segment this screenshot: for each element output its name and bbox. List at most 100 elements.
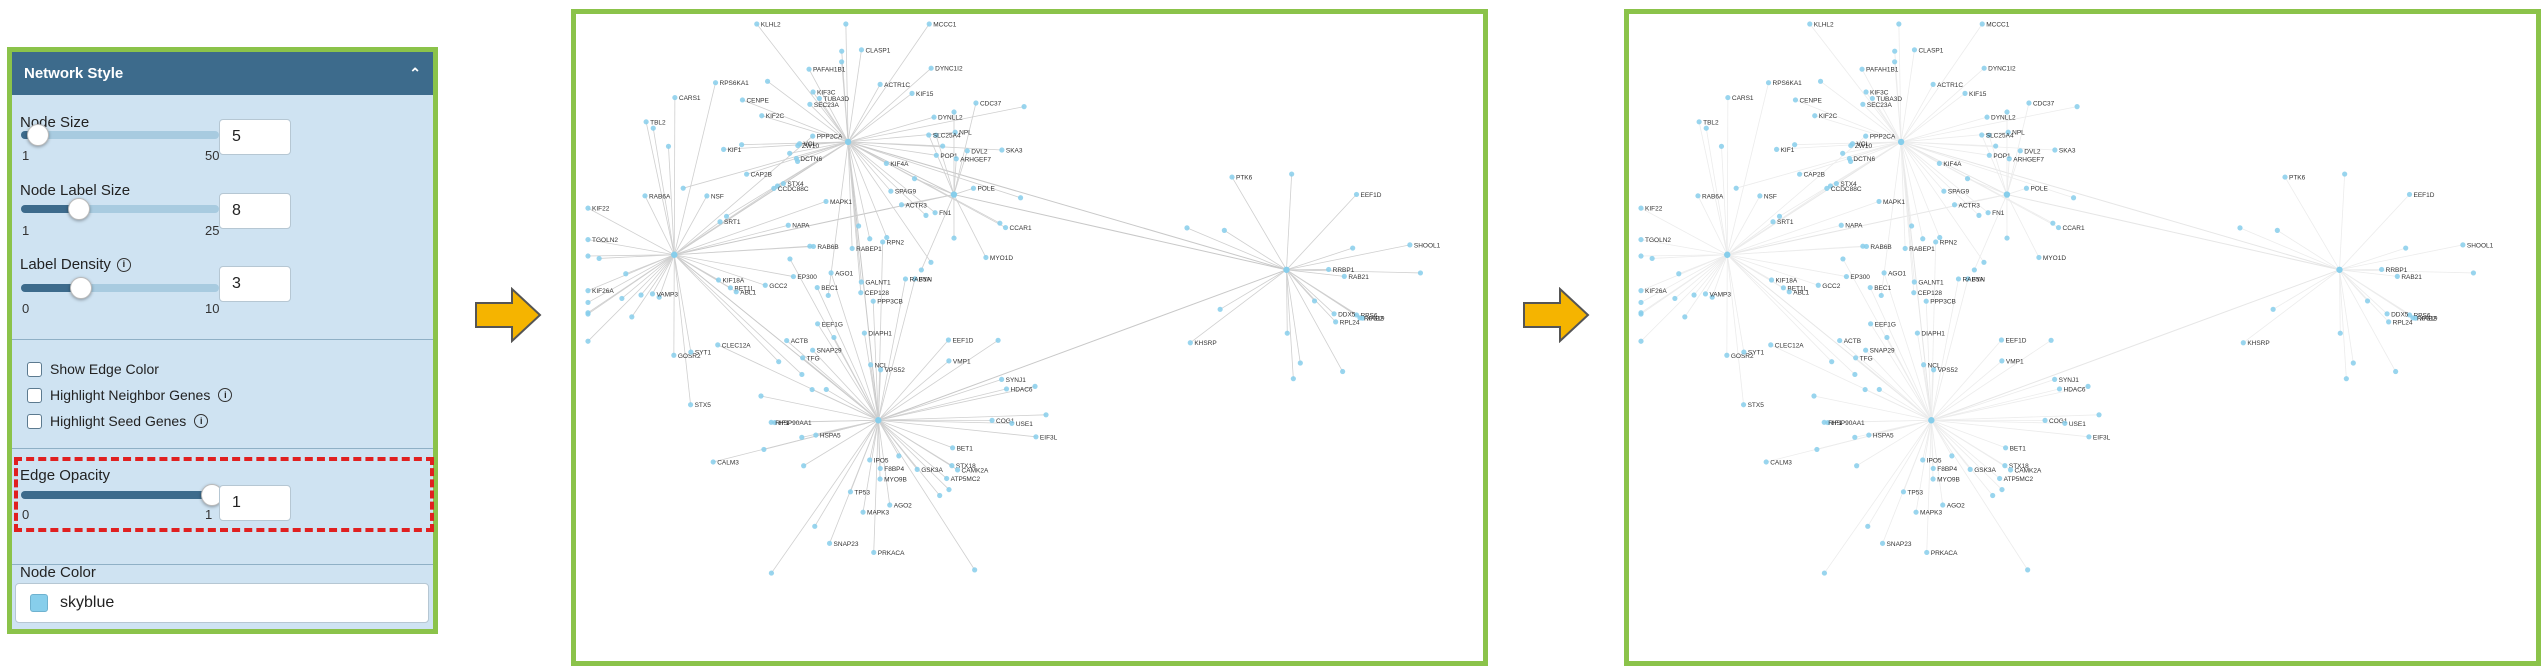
label-density-slider-thumb[interactable]	[70, 277, 93, 299]
node-label-size-input[interactable]: 8	[219, 193, 291, 229]
graph-edge	[1869, 287, 1932, 421]
node-size-slider[interactable]	[21, 124, 219, 146]
graph-edge	[786, 340, 879, 421]
network-graph-canvas[interactable]: KIF1RABEP1TUBA3DGALNT1CENPEPAFAH1B1NPLKI…	[1629, 14, 2536, 661]
graph-node	[945, 337, 952, 343]
graph-edge	[1824, 420, 1932, 574]
graph-node-label: GALNT1	[1918, 279, 1944, 286]
graph-node	[762, 282, 768, 288]
graph-edge	[2239, 227, 2340, 271]
graph-node	[1920, 236, 1926, 242]
network-graph-canvas[interactable]: KIF1RABEP1TUBA3DGALNT1CENPEPAFAH1B1NPLKI…	[576, 14, 1483, 661]
graph-edge	[2006, 102, 2030, 195]
graph-node-label: CCDC88C	[778, 186, 809, 193]
info-icon[interactable]: i	[194, 414, 209, 428]
graph-edge	[1727, 254, 1819, 286]
highlight-neighbor-genes-row[interactable]: Highlight Neighbor Genes i	[27, 387, 233, 403]
edge-opacity-input[interactable]: 1	[219, 485, 291, 521]
graph-hub-node	[2336, 266, 2343, 273]
graph-edge	[1900, 141, 2074, 199]
node-label-size-slider[interactable]	[21, 198, 219, 220]
graph-node-label: POLE	[2030, 186, 2048, 193]
node-label-size-slider-thumb[interactable]	[68, 198, 91, 220]
graph-node	[1955, 276, 1962, 282]
info-icon[interactable]: i	[218, 388, 233, 402]
chevron-up-down-icon[interactable]: ⌃	[409, 65, 421, 81]
graph-edge	[1684, 254, 1728, 318]
graph-node-label: KIF18A	[1776, 278, 1798, 285]
graph-node-label: EP300	[797, 274, 817, 281]
graph-edge	[1726, 82, 1769, 255]
graph-node-label: AGO2	[894, 503, 912, 510]
graph-node	[1863, 133, 1869, 139]
graph-edge	[1698, 121, 1728, 255]
graph-edge	[1930, 278, 1959, 421]
graph-edge	[726, 141, 849, 217]
node-size-input[interactable]: 5	[219, 119, 291, 155]
graph-node	[1930, 476, 1936, 482]
graph-node-label: ACTR3	[906, 202, 928, 209]
graph-node-label: VAMP3	[1709, 291, 1731, 298]
node-color-select[interactable]: skyblue	[15, 583, 429, 623]
graph-node	[1892, 48, 1898, 54]
graph-node	[883, 160, 889, 167]
graph-node	[809, 386, 815, 393]
graph-edge	[1898, 23, 1902, 142]
graph-node-label: RAB6A	[649, 193, 671, 200]
right-arrow-icon	[475, 287, 542, 343]
graph-node-label: CDC37	[980, 101, 1002, 108]
panel-header[interactable]: Network Style ⌃	[12, 52, 433, 95]
graph-edge	[878, 339, 999, 421]
graph-edge	[1766, 419, 1932, 463]
label-density-input[interactable]: 3	[219, 266, 291, 302]
highlight-neighbor-genes-checkbox[interactable]	[27, 387, 42, 403]
graph-edge	[640, 254, 675, 296]
node-size-slider-thumb[interactable]	[26, 124, 49, 146]
graph-node-label: FN1	[939, 210, 952, 217]
graph-edge	[1930, 278, 1969, 421]
edge-opacity-slider[interactable]	[21, 484, 223, 506]
graph-node	[1770, 219, 1776, 225]
graph-node	[954, 467, 961, 473]
highlight-seed-genes-row[interactable]: Highlight Seed Genes i	[27, 413, 209, 429]
graph-node	[810, 347, 816, 353]
graph-edge	[1862, 104, 1902, 143]
graph-edge	[877, 420, 891, 506]
graph-node-label: ARHGEF7	[2013, 156, 2044, 163]
graph-node	[823, 386, 829, 393]
node-size-max: 50	[205, 148, 220, 163]
graph-node	[795, 142, 801, 149]
show-edge-color-checkbox[interactable]	[27, 361, 42, 377]
graph-node-label: DVL2	[2024, 148, 2041, 155]
graph-edge	[1286, 269, 1343, 372]
graph-node	[2342, 171, 2348, 177]
graph-node-label: GSK3A	[921, 467, 943, 474]
graph-node-label: HSP90AA1	[779, 420, 812, 427]
graph-edge	[1286, 269, 1301, 364]
graph-node-label: KIF18A	[723, 278, 745, 285]
graph-node-label: BEC1	[1874, 285, 1891, 292]
graph-node-label: VMP1	[2006, 358, 2024, 365]
info-icon[interactable]: i	[116, 257, 131, 272]
label-density-slider[interactable]	[21, 277, 219, 299]
graph-node	[1863, 89, 1869, 95]
graph-edge	[1678, 254, 1728, 275]
graph-node-label: SHOOL1	[2467, 242, 2494, 249]
graph-edge	[2006, 194, 2040, 258]
graph-node	[1997, 475, 2003, 482]
graph-edge	[2277, 230, 2340, 271]
graph-node	[810, 89, 816, 95]
highlight-seed-genes-checkbox[interactable]	[27, 413, 42, 429]
graph-node	[1876, 386, 1882, 393]
graph-node-label: ACTR3	[1959, 202, 1981, 209]
graph-node	[1951, 202, 1958, 208]
graph-edge	[587, 254, 675, 303]
graph-node	[849, 245, 855, 252]
show-edge-color-row[interactable]: Show Edge Color	[27, 361, 159, 377]
graph-node	[1691, 292, 1697, 298]
graph-node	[902, 276, 909, 282]
graph-node	[884, 234, 890, 241]
graph-node	[1002, 224, 1009, 231]
